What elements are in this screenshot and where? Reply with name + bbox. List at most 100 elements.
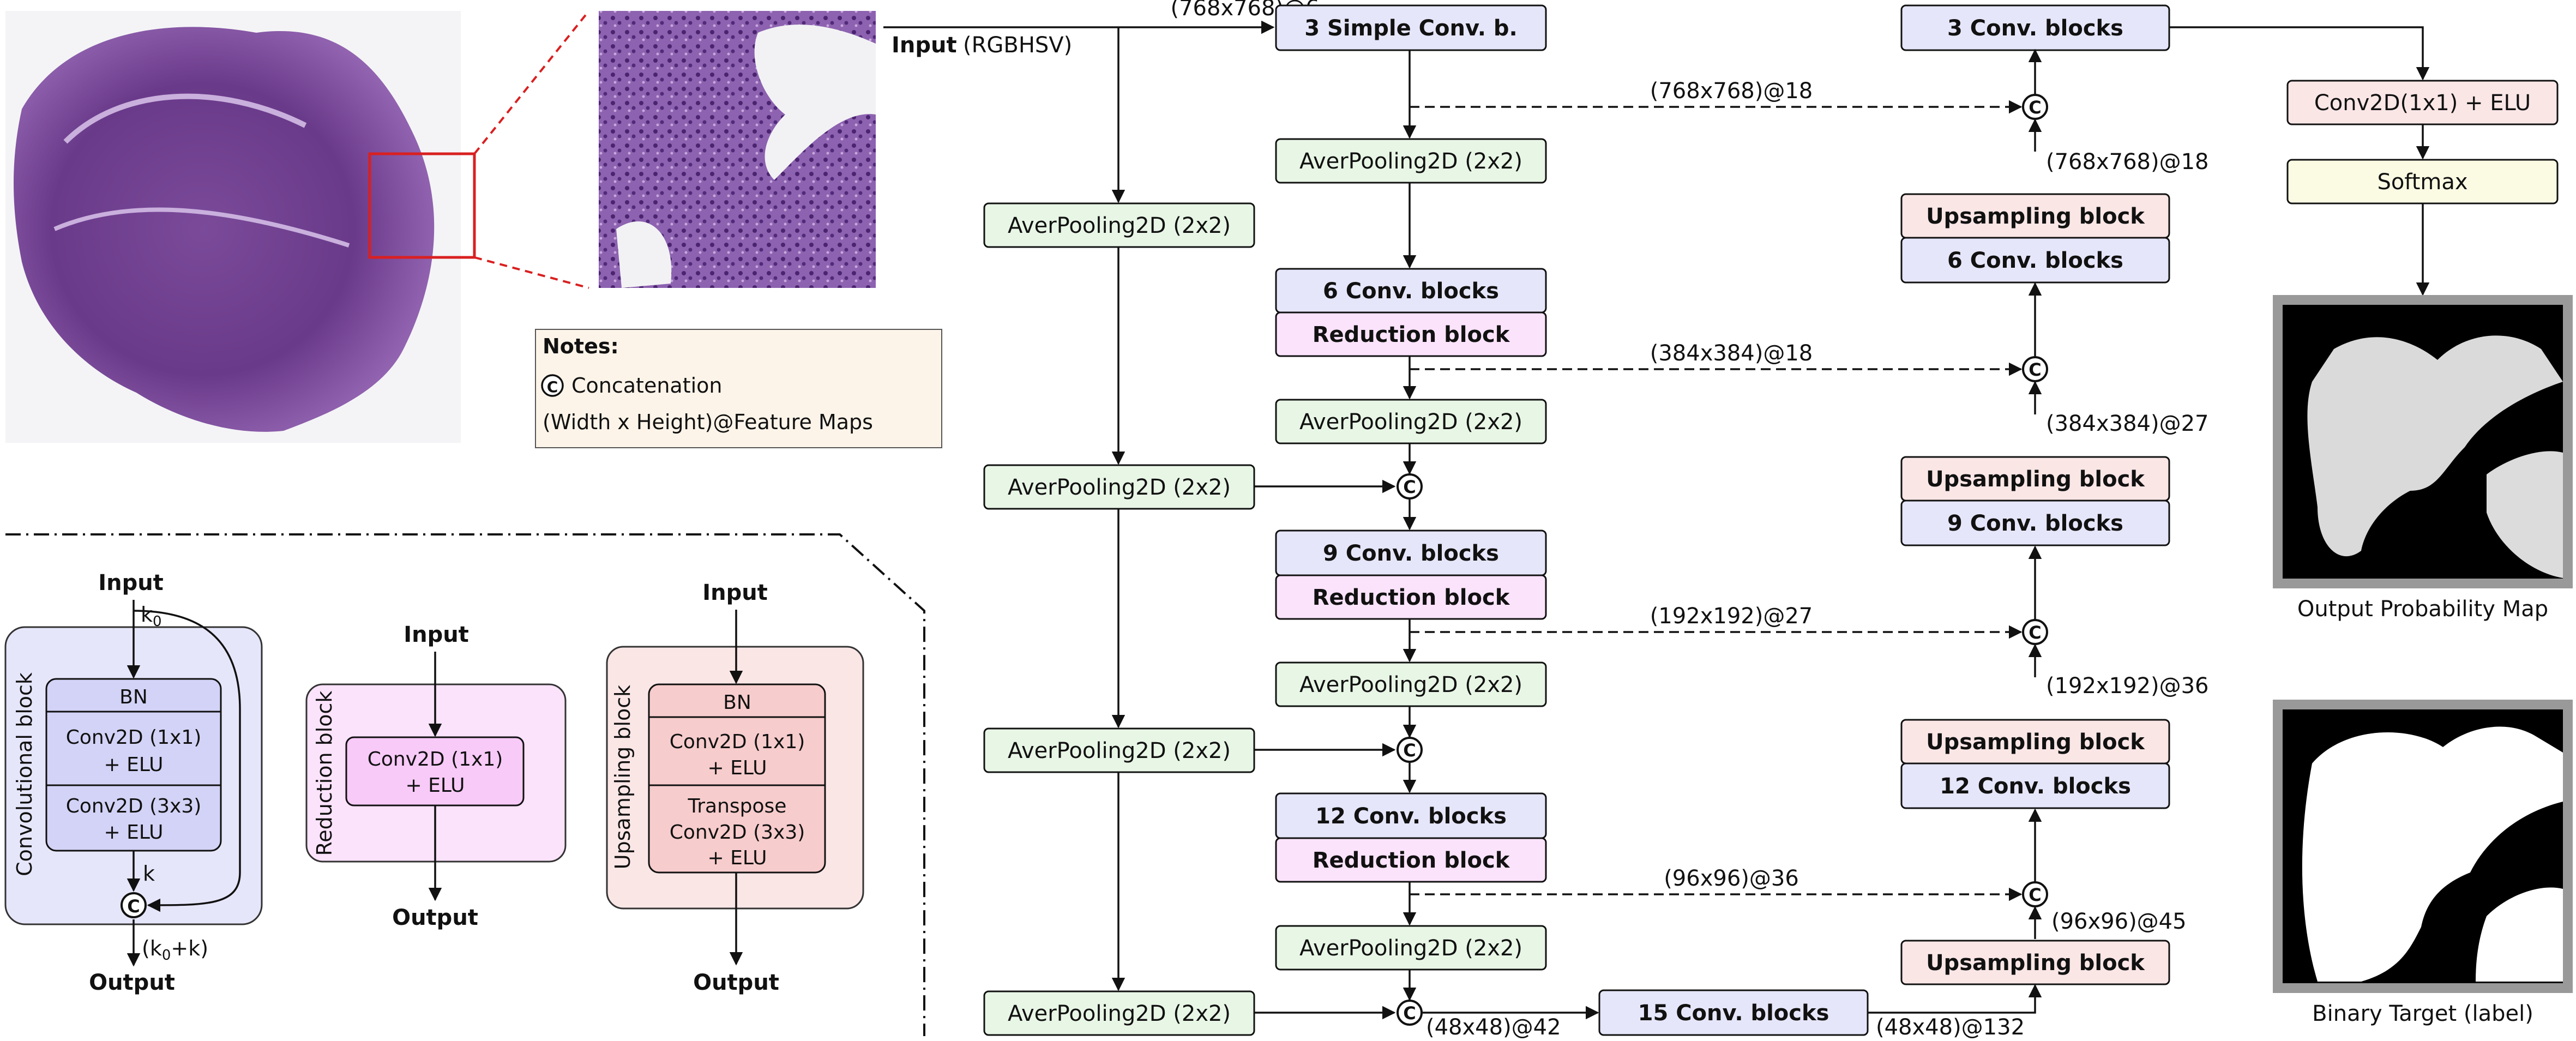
dec-concat-2-symbol: C (2029, 622, 2041, 643)
dec-conv12: 12 Conv. blocks (1900, 762, 2170, 809)
enc-conv6-label: 6 Conv. blocks (1323, 279, 1499, 304)
enc-reduction-3: Reduction block (1275, 837, 1547, 883)
up4-size: (768x768)@18 (2046, 149, 2208, 174)
enc-pool-4-label: AverPooling2D (2x2) (1299, 936, 1522, 961)
zoomed-patch (599, 11, 876, 288)
dec-concat-3-symbol: C (2029, 359, 2041, 380)
dec-conv12-label: 12 Conv. blocks (1940, 774, 2131, 799)
enc-reduction-1: Reduction block (1275, 311, 1547, 357)
enc-concat-2-symbol: C (1403, 740, 1416, 761)
enc-pool-3: AverPooling2D (2x2) (1275, 661, 1547, 707)
dec-concat-4-symbol: C (2029, 97, 2041, 118)
svg-text:Input: Input (702, 580, 768, 605)
dec-upsampling-1: Upsampling block (1900, 940, 2170, 985)
enc-concat-3: C (1397, 1000, 1423, 1026)
left-pool-4: AverPooling2D (2x2) (983, 990, 1255, 1036)
up2-size: (192x192)@36 (2046, 673, 2208, 699)
dec-conv3-label: 3 Conv. blocks (1947, 16, 2123, 41)
dec-conv3: 3 Conv. blocks (1900, 4, 2170, 51)
legend-reduction-block: Reduction block Input Conv2D (1x1) + ELU… (305, 622, 567, 930)
enc-reduction-2-label: Reduction block (1313, 585, 1510, 610)
dec-concat-1: C (2022, 881, 2048, 907)
enc-pool-1-label: AverPooling2D (2x2) (1299, 149, 1522, 174)
input-suffix: (RGBHSV) (963, 33, 1072, 58)
svg-text:Output: Output (392, 905, 478, 930)
bottleneck-out-size: (48x48)@132 (1876, 1015, 2025, 1040)
input-label: Input (892, 33, 957, 58)
enc-pool-3-label: AverPooling2D (2x2) (1299, 672, 1522, 697)
svg-text:Transpose: Transpose (688, 795, 787, 817)
dec-upsampling-2-label: Upsampling block (1926, 730, 2145, 755)
enc-concat-1-symbol: C (1403, 477, 1416, 497)
bottleneck-in-size: (48x48)@42 (1426, 1015, 1561, 1040)
dec-concat-4: C (2022, 94, 2048, 120)
conv-k0-label: k0 (141, 603, 162, 630)
histology-thumbnail (5, 11, 476, 443)
output-caption: Output Probability Map (2297, 597, 2548, 622)
legend-conv-block: Convolutional block Input k0 BN Conv2D (… (4, 570, 263, 995)
dec-upsampling-4-label: Upsampling block (1926, 204, 2145, 229)
notes-box: Notes: C Concatenation (Width x Height)@… (535, 329, 942, 448)
dec-upsampling-4: Upsampling block (1900, 193, 2170, 239)
left-pool-4-label: AverPooling2D (2x2) (1008, 1001, 1231, 1026)
head-softmax-label: Softmax (2377, 170, 2467, 195)
dec-upsampling-3-label: Upsampling block (1926, 467, 2145, 492)
left-pool-2: AverPooling2D (2x2) (983, 464, 1255, 510)
left-pool-2-label: AverPooling2D (2x2) (1008, 475, 1231, 500)
left-pool-1: AverPooling2D (2x2) (983, 202, 1255, 248)
enc-conv9: 9 Conv. blocks (1275, 529, 1547, 576)
enc-reduction-2: Reduction block (1275, 574, 1547, 620)
svg-text:k: k (143, 862, 155, 886)
skip2-size: (384x384)@18 (1650, 341, 1813, 366)
svg-text:+ ELU: + ELU (406, 774, 465, 797)
enc-pool-2-label: AverPooling2D (2x2) (1299, 410, 1522, 435)
dec-upsampling-2: Upsampling block (1900, 719, 2170, 765)
svg-text:BN: BN (119, 686, 148, 708)
svg-text:Conv2D (3x3): Conv2D (3x3) (66, 795, 202, 817)
svg-text:Output: Output (693, 970, 779, 995)
enc-pool-2: AverPooling2D (2x2) (1275, 399, 1547, 444)
svg-text:C: C (127, 896, 140, 917)
enc-conv12: 12 Conv. blocks (1275, 792, 1547, 839)
svg-text:+ ELU: + ELU (104, 754, 164, 776)
svg-text:C: C (547, 378, 558, 396)
target-caption: Binary Target (label) (2312, 1001, 2533, 1026)
svg-text:+ ELU: + ELU (708, 847, 767, 869)
dec-conv6: 6 Conv. blocks (1900, 237, 2170, 284)
skip4-size: (96x96)@36 (1664, 866, 1799, 891)
up1-size: (96x96)@45 (2051, 909, 2187, 934)
notes-size-label: (Width x Height)@Feature Maps (543, 410, 873, 434)
svg-text:Conv2D (3x3): Conv2D (3x3) (670, 821, 805, 844)
svg-text:+ ELU: + ELU (708, 757, 767, 779)
enc-pool-4: AverPooling2D (2x2) (1275, 925, 1547, 971)
svg-text:BN: BN (723, 691, 751, 714)
head-softmax: Softmax (2286, 159, 2559, 204)
notes-concat-label: Concatenation (571, 374, 722, 398)
skip3-size: (192x192)@27 (1650, 604, 1813, 629)
enc-conv9-label: 9 Conv. blocks (1323, 541, 1499, 566)
dec-upsampling-3: Upsampling block (1900, 456, 2170, 502)
dec-concat-2: C (2022, 619, 2048, 645)
svg-text:Upsampling block: Upsampling block (611, 685, 635, 869)
enc-conv12-label: 12 Conv. blocks (1315, 804, 1507, 829)
legend-upsampling-block: Upsampling block Input BN Conv2D (1x1) +… (606, 580, 864, 995)
dec-upsampling-1-label: Upsampling block (1926, 950, 2145, 976)
dec-concat-3: C (2022, 356, 2048, 382)
svg-text:+ ELU: + ELU (104, 821, 164, 844)
bottleneck-conv15-label: 15 Conv. blocks (1638, 1001, 1829, 1026)
enc-simple-conv: 3 Simple Conv. b. (1275, 4, 1547, 51)
conv-input-label: Input (98, 570, 164, 595)
svg-text:Conv2D (1x1): Conv2D (1x1) (66, 726, 202, 749)
conv-block-title: Convolutional block (13, 672, 37, 876)
left-pool-3: AverPooling2D (2x2) (983, 727, 1255, 773)
dec-conv6-label: 6 Conv. blocks (1947, 248, 2123, 273)
zoom-region (368, 152, 476, 259)
enc-simple-conv-label: 3 Simple Conv. b. (1304, 16, 1517, 41)
concat-icon (541, 374, 564, 397)
enc-reduction-1-label: Reduction block (1313, 322, 1510, 347)
enc-reduction-3-label: Reduction block (1313, 848, 1510, 873)
head-conv-label: Conv2D(1x1) + ELU (2314, 91, 2531, 116)
enc-concat-2: C (1397, 737, 1423, 763)
conv-output-label: Output (89, 970, 175, 995)
